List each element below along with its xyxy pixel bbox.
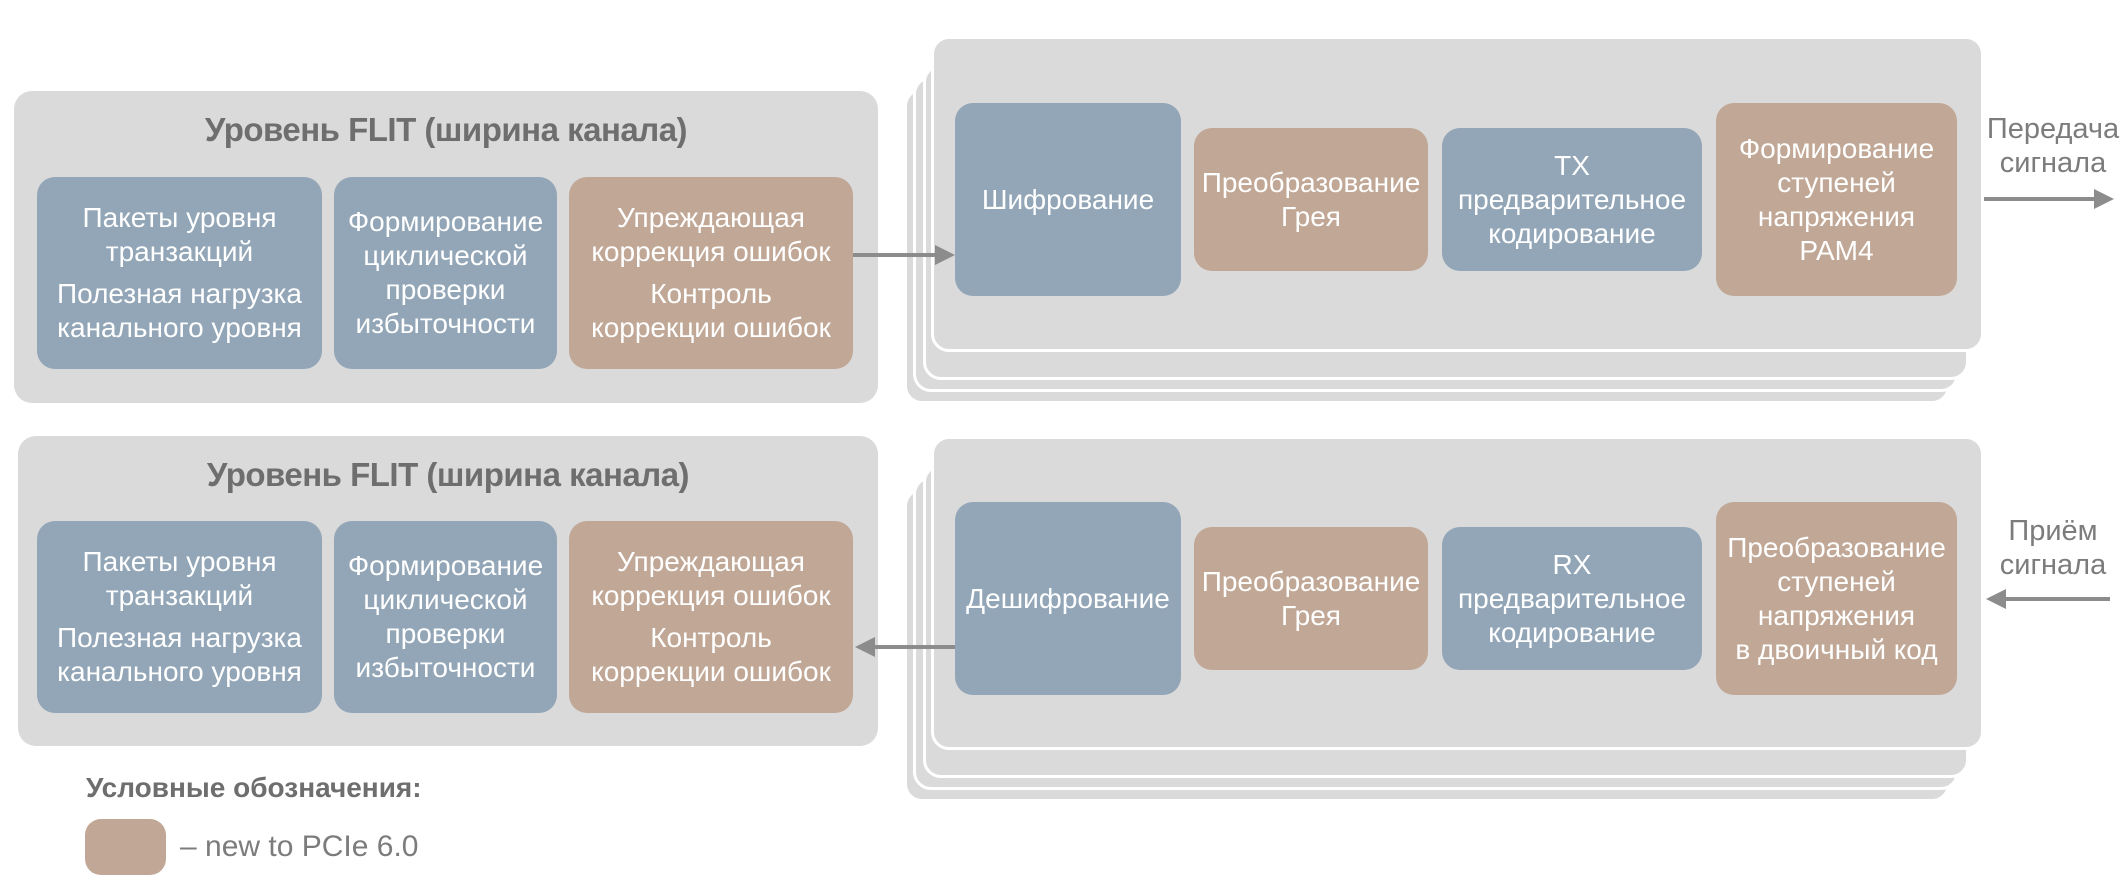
tx-flit-title: Уровень FLIT (ширина канала) xyxy=(204,111,688,148)
tx-pam4-box: Формирование ступеней напряжения PAM4 xyxy=(1716,103,1957,296)
legend-item-text: – new to PCIe 6.0 xyxy=(180,830,419,863)
rx-fec-box: Упреждающая коррекция ошибок Контроль ко… xyxy=(569,521,853,713)
signal-receive-arrowhead xyxy=(1986,589,2006,609)
rx-precoding-box: RX предварительное кодирование xyxy=(1442,527,1702,670)
legend-swatch-new xyxy=(85,819,166,875)
rx-gray-coding-box: Преобразование Грея xyxy=(1194,527,1428,670)
tx-gray-coding-box: Преобразование Грея xyxy=(1194,128,1428,271)
tx-crc-box: Формирование циклической проверки избыто… xyxy=(334,177,557,369)
tx-fec-label: Упреждающая коррекция ошибок xyxy=(591,202,831,267)
rx-pam4-decode-label: Преобразование ступеней напряжения в дво… xyxy=(1727,531,1946,665)
tx-transaction-packets-label: Пакеты уровня транзакций xyxy=(82,202,277,267)
rx-transaction-packets-label: Пакеты уровня транзакций xyxy=(82,546,277,611)
tx-gray-coding-label: Преобразование Грея xyxy=(1201,166,1421,232)
tx-fec-box: Упреждающая коррекция ошибок Контроль ко… xyxy=(569,177,853,369)
rx-link-payload-label: Полезная нагрузка канального уровня xyxy=(57,622,302,687)
rx-fec-label: Упреждающая коррекция ошибок xyxy=(591,546,831,611)
rx-descrambling-to-flit-arrowhead xyxy=(855,637,875,657)
tx-pam4-label: Формирование ступеней напряжения PAM4 xyxy=(1738,132,1935,266)
tx-flit-to-scrambling-arrowhead xyxy=(935,245,955,265)
tx-link-payload-label: Полезная нагрузка канального уровня xyxy=(57,278,302,343)
rx-pam4-decode-box: Преобразование ступеней напряжения в дво… xyxy=(1716,502,1957,695)
rx-crc-box: Формирование циклической проверки избыто… xyxy=(334,521,557,713)
tx-transaction-packets-box: Пакеты уровня транзакций Полезная нагруз… xyxy=(37,177,322,369)
tx-precoding-label: TX предварительное кодирование xyxy=(1457,149,1687,249)
tx-precoding-box: TX предварительное кодирование xyxy=(1442,128,1702,271)
tx-crc-label: Формирование циклической проверки избыто… xyxy=(347,206,544,339)
tx-scrambling-box: Шифрование xyxy=(955,103,1181,296)
rx-gray-coding-label: Преобразование Грея xyxy=(1201,565,1421,631)
rx-crc-label: Формирование циклической проверки избыто… xyxy=(347,550,544,683)
legend-title: Условные обозначения: xyxy=(86,772,422,803)
rx-precoding-label: RX предварительное кодирование xyxy=(1457,548,1687,648)
signal-receive-label: Приём сигнала xyxy=(1999,515,2107,581)
signal-transmit-arrowhead xyxy=(2094,189,2114,209)
rx-fec-control-label: Контроль коррекции ошибок xyxy=(591,622,831,687)
rx-transaction-packets-box: Пакеты уровня транзакций Полезная нагруз… xyxy=(37,521,322,713)
rx-descrambling-box: Дешифрование xyxy=(955,502,1181,695)
tx-scrambling-label: Шифрование xyxy=(981,183,1155,215)
rx-descrambling-label: Дешифрование xyxy=(966,582,1170,614)
tx-fec-control-label: Контроль коррекции ошибок xyxy=(591,278,831,343)
rx-flit-panel: Уровень FLIT (ширина канала) Пакеты уров… xyxy=(18,436,878,746)
rx-flit-title: Уровень FLIT (ширина канала) xyxy=(206,456,690,493)
tx-flit-panel: Уровень FLIT (ширина канала) Пакеты уров… xyxy=(14,91,878,403)
signal-transmit-label: Передача сигнала xyxy=(1986,113,2120,179)
